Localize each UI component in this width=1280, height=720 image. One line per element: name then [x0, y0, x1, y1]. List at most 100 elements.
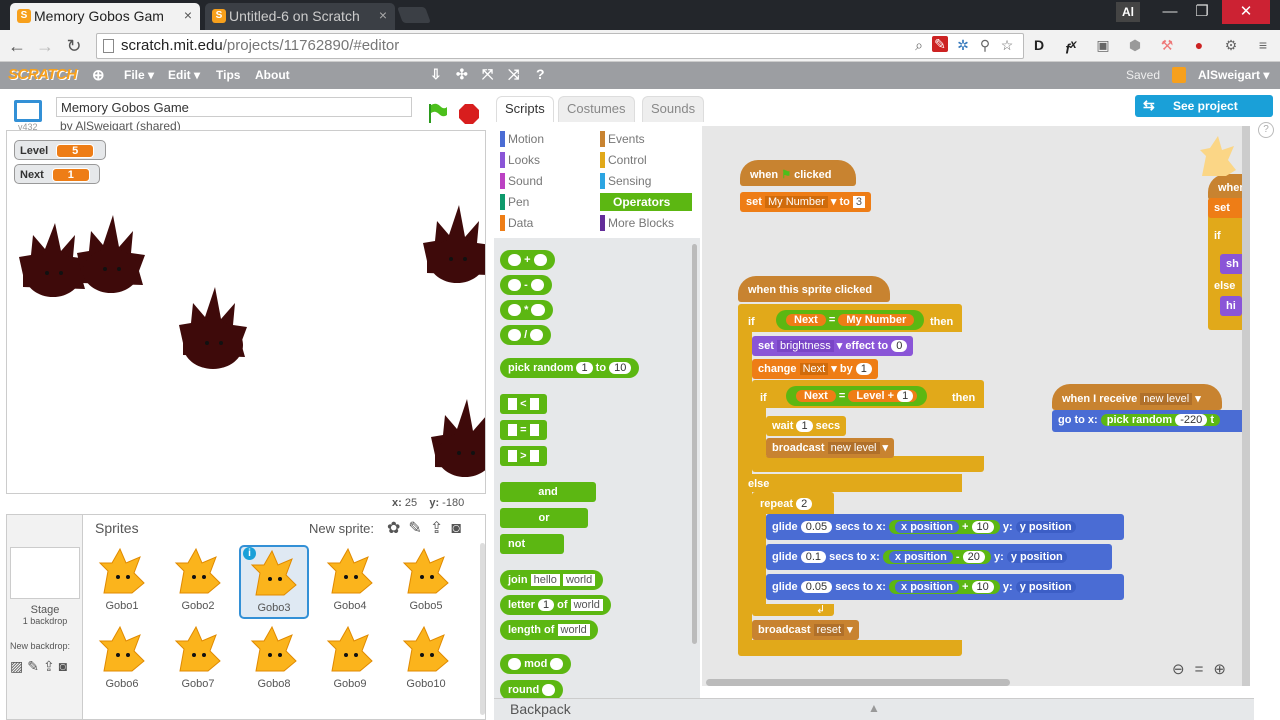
block-length-of[interactable]: length of world: [500, 620, 598, 640]
category-data[interactable]: Data: [500, 214, 533, 232]
gobo-sprite[interactable]: [425, 387, 486, 483]
new-tab-button[interactable]: [397, 7, 431, 23]
fullscreen-icon[interactable]: [14, 100, 42, 122]
category-pen[interactable]: Pen: [500, 193, 529, 211]
help-icon[interactable]: ?: [536, 66, 545, 82]
scratch-logo[interactable]: SCRATCH: [8, 66, 77, 83]
block-multiply[interactable]: *: [500, 300, 553, 320]
settings-extension-icon[interactable]: ⚙: [1224, 37, 1238, 53]
minimize-icon[interactable]: —: [1162, 3, 1178, 20]
sprite-thumbnail[interactable]: Gobo2: [163, 545, 233, 619]
delete-scissors-icon[interactable]: ✣: [456, 66, 468, 82]
equals-condition[interactable]: Next = My Number: [776, 310, 925, 330]
wait-block[interactable]: wait 1 secs: [766, 416, 847, 436]
tab-costumes[interactable]: Costumes: [558, 96, 635, 122]
lastpass-extension-icon[interactable]: ●: [1194, 37, 1204, 53]
pin-extension-icon[interactable]: ⚲: [979, 37, 991, 53]
equals-condition[interactable]: Next = Level + 1: [786, 386, 928, 406]
search-icon[interactable]: ⌕: [915, 37, 923, 53]
gobo-sprite[interactable]: [173, 281, 253, 371]
globe-icon[interactable]: ⊕: [92, 67, 105, 84]
category-sensing[interactable]: Sensing: [600, 172, 651, 190]
block-mod[interactable]: mod: [500, 654, 572, 674]
bookmark-star-icon[interactable]: ☆: [1000, 37, 1014, 53]
project-title-input[interactable]: Memory Gobos Game: [56, 97, 412, 117]
see-project-page-button[interactable]: ⇆ See project page: [1135, 95, 1273, 127]
help-circle-icon[interactable]: ?: [1258, 122, 1274, 138]
sprite-thumbnail[interactable]: Gobo4: [315, 545, 385, 619]
category-looks[interactable]: Looks: [500, 151, 540, 169]
block-and[interactable]: and: [500, 482, 596, 502]
set-variable-block[interactable]: set My Number ▾ to 3: [740, 192, 872, 212]
close-tab-icon[interactable]: ×: [183, 7, 192, 23]
close-tab-icon[interactable]: ×: [378, 7, 387, 23]
block-add[interactable]: +: [500, 250, 555, 270]
scripts-area[interactable]: when ⚑ clicked set My Number ▾ to 3 when…: [702, 126, 1250, 686]
menu-tips[interactable]: Tips: [216, 68, 241, 82]
gobo-sprite[interactable]: [417, 193, 486, 289]
block-less-than[interactable]: <: [500, 394, 547, 414]
zoom-out-icon[interactable]: ⊖: [1172, 661, 1195, 678]
sprite-thumbnail[interactable]: Gobo9: [315, 623, 385, 697]
address-bar[interactable]: scratch.mit.edu/projects/11762890/#edito…: [96, 33, 1024, 59]
forward-arrow-icon[interactable]: →: [36, 36, 54, 56]
chrome-menu-icon[interactable]: ≡: [1258, 37, 1268, 53]
user-avatar[interactable]: [1172, 67, 1186, 83]
zoom-reset-icon[interactable]: =: [1194, 661, 1214, 678]
maximize-icon[interactable]: ❐: [1195, 3, 1209, 20]
block-greater-than[interactable]: >: [500, 446, 547, 466]
block-join[interactable]: join hello world: [500, 570, 604, 590]
menu-file[interactable]: File ▾: [124, 68, 155, 82]
gobo-sprite[interactable]: [17, 211, 89, 303]
tool-extension-icon[interactable]: ⚒: [1160, 37, 1174, 53]
glide-block[interactable]: glide 0.1 secs to x: x position - 20 y: …: [766, 544, 1112, 570]
browser-tab[interactable]: S Untitled-6 on Scratch ×: [205, 3, 395, 30]
glide-block[interactable]: glide 0.05 secs to x: x position + 10 y:…: [766, 574, 1124, 600]
grow-icon[interactable]: ⤧: [482, 66, 494, 82]
category-sound[interactable]: Sound: [500, 172, 543, 190]
change-variable-block[interactable]: change Next ▾ by 1: [752, 359, 878, 379]
back-arrow-icon[interactable]: ←: [8, 36, 26, 56]
category-operators[interactable]: Operators: [600, 193, 692, 211]
category-more-blocks[interactable]: More Blocks: [600, 214, 674, 232]
sprite-thumbnail[interactable]: Gobo1: [87, 545, 157, 619]
scripts-horizontal-scrollbar[interactable]: [706, 679, 1010, 686]
glide-block[interactable]: glide 0.05 secs to x: x position + 10 y:…: [766, 514, 1124, 540]
abp-extension-icon[interactable]: ⬢: [1128, 37, 1142, 53]
reload-icon[interactable]: ↻: [66, 36, 82, 56]
gobo-sprite[interactable]: [71, 203, 151, 299]
sprite-thumbnail[interactable]: Gobo10: [391, 623, 461, 697]
block-equals[interactable]: =: [500, 420, 547, 440]
zoom-in-icon[interactable]: ⊕: [1213, 661, 1236, 678]
sprite-thumbnail[interactable]: Gobo6: [87, 623, 157, 697]
profile-badge[interactable]: Al: [1116, 2, 1140, 22]
duplicate-stamp-icon[interactable]: ⇩: [430, 66, 442, 82]
broadcast-block[interactable]: broadcast new level ▾: [766, 438, 895, 458]
browser-tab-active[interactable]: S Memory Gobos Gam ×: [10, 3, 200, 30]
stop-sign-icon[interactable]: [458, 103, 480, 125]
sprite-thumbnail[interactable]: Gobo7: [163, 623, 233, 697]
tab-sounds[interactable]: Sounds: [642, 96, 705, 122]
block-letter-of[interactable]: letter 1 of world: [500, 595, 611, 615]
stage-thumbnail[interactable]: [10, 547, 80, 599]
menu-edit[interactable]: Edit ▾: [168, 68, 201, 82]
pdf-extension-icon[interactable]: ✎: [932, 36, 948, 52]
block-or[interactable]: or: [500, 508, 588, 528]
category-control[interactable]: Control: [600, 151, 647, 169]
category-motion[interactable]: Motion: [500, 130, 544, 148]
when-flag-clicked-block[interactable]: when ⚑ clicked: [740, 160, 856, 186]
bug-extension-icon[interactable]: ✲: [957, 37, 969, 53]
sprites-scrollbar[interactable]: [480, 543, 485, 715]
block-round[interactable]: round: [500, 680, 564, 700]
backpack-bar[interactable]: Backpack ▲: [494, 698, 1254, 720]
palette-scrollbar[interactable]: [692, 244, 697, 644]
user-menu[interactable]: AlSweigart ▾: [1198, 68, 1270, 82]
info-icon[interactable]: i: [243, 547, 256, 560]
when-sprite-clicked-block[interactable]: when this sprite clicked: [738, 276, 890, 302]
block-subtract[interactable]: -: [500, 275, 552, 295]
d-extension-icon[interactable]: D: [1033, 37, 1045, 53]
backdrop-tools-icon[interactable]: ▨✎⇪◙: [10, 658, 72, 674]
go-to-xy-block[interactable]: go to x: pick random -220 t: [1052, 410, 1250, 432]
